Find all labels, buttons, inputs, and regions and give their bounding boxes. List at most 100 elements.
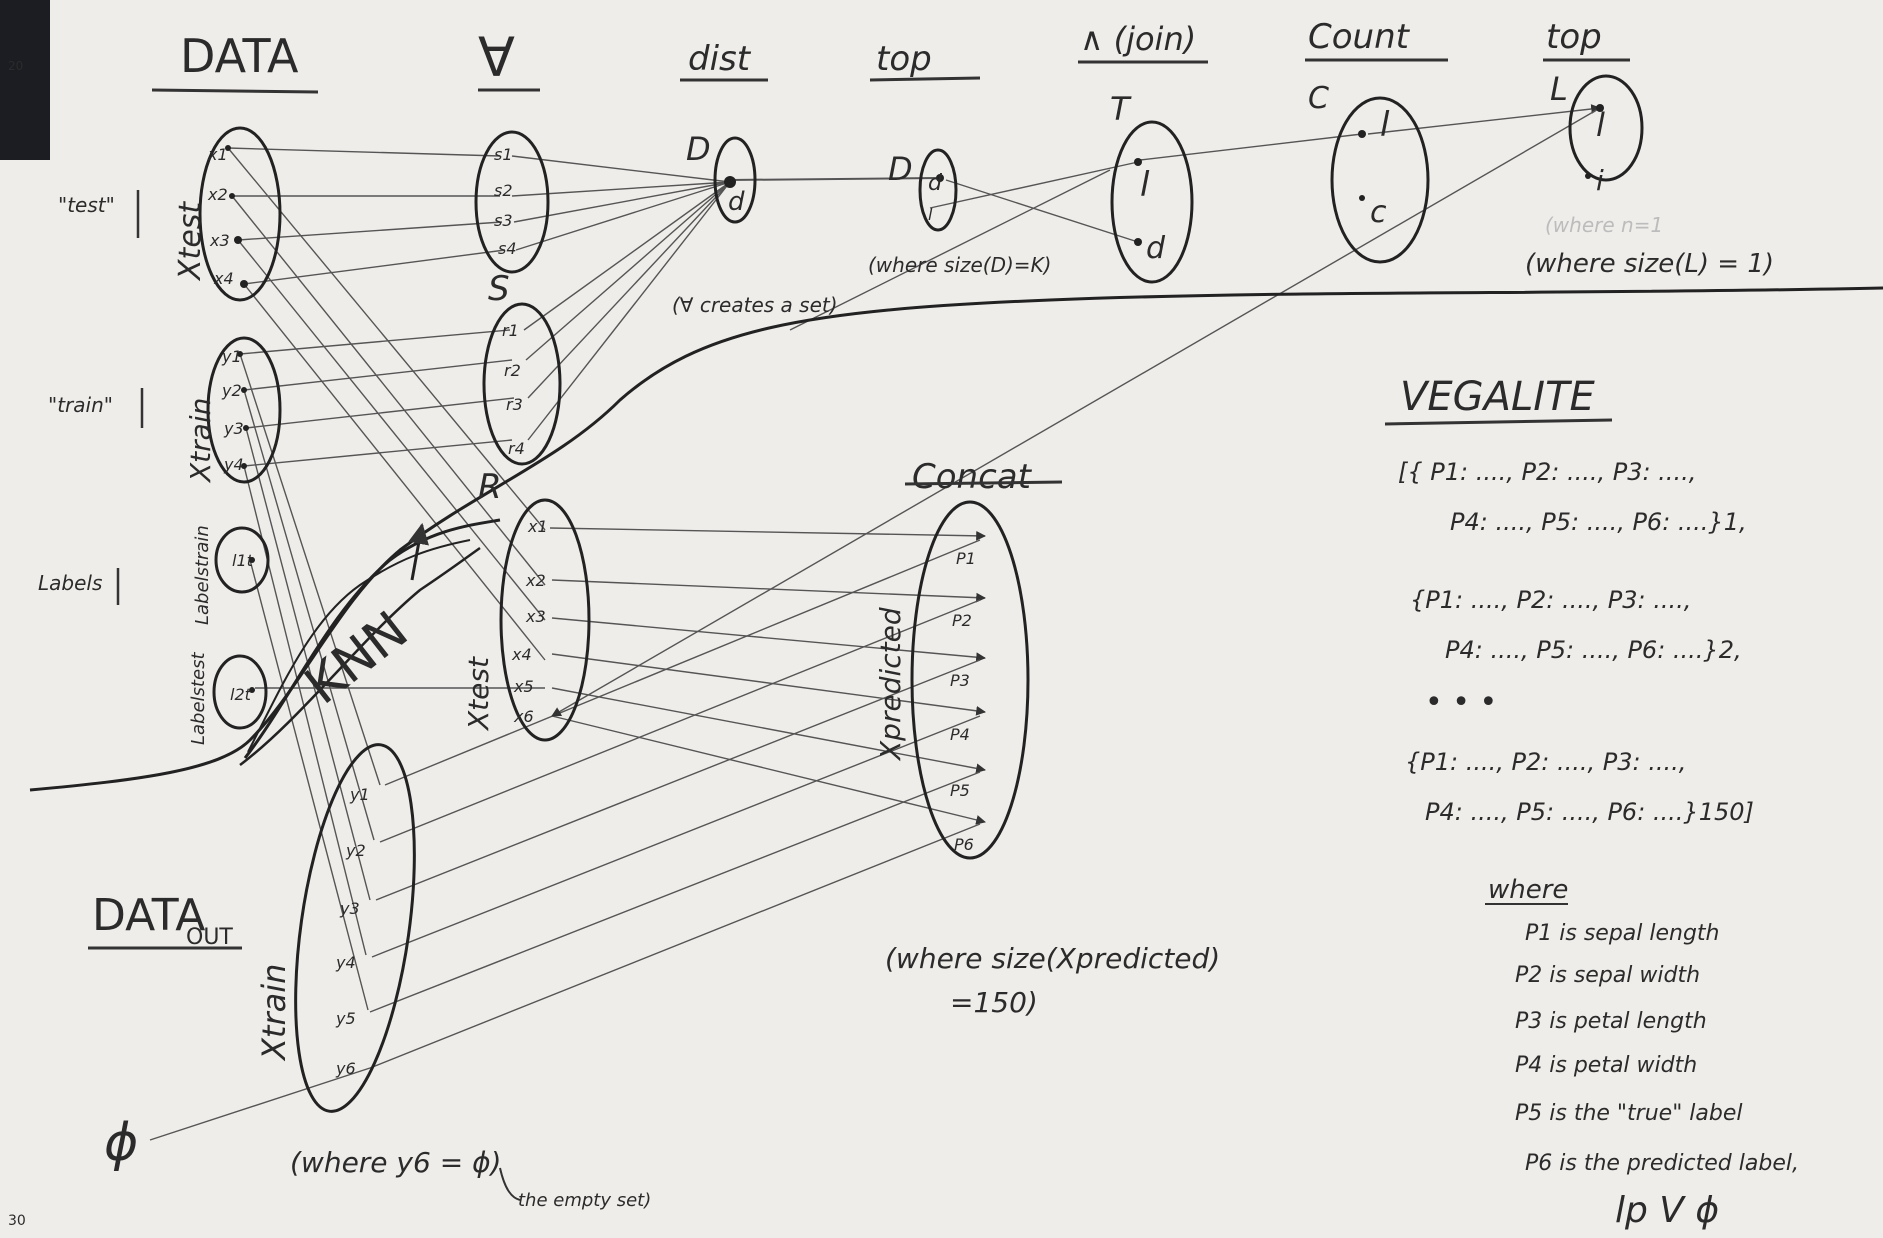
vegalite-record-2-line1: {P1: ...., P2: ...., P3: ...., — [1410, 586, 1691, 614]
set-ellipses — [198, 74, 1644, 1113]
edge-xm6-p6 — [551, 715, 986, 825]
edge-top-join-l — [929, 161, 1139, 209]
side-label-test: "test" — [58, 193, 115, 217]
set-name-d2: D — [888, 150, 913, 188]
dot-y4 — [241, 463, 247, 469]
set-name-d: D — [686, 130, 711, 168]
note-where-n-faint: (where n=1 — [1545, 213, 1663, 237]
el-p5: P5 — [950, 781, 970, 800]
ellipse-xtrain-out — [294, 743, 416, 1113]
dot-join-d — [1134, 238, 1142, 246]
el-yo3: y3 — [339, 899, 360, 918]
data-out-main: DATA — [92, 890, 205, 941]
margin-mark-top: 20 — [8, 59, 23, 73]
vegalite-record-3-line2: P4: ...., P5: ...., P6: ....}150] — [1425, 798, 1754, 826]
dot-top2-l — [1596, 104, 1604, 112]
dot-y3 — [243, 425, 249, 431]
vegalite-def-p6: P6 is the predicted label, — [1525, 1151, 1799, 1176]
el-p3: P3 — [950, 671, 970, 690]
el-l1: l1t — [232, 551, 254, 570]
el-top2-i: i — [1596, 164, 1604, 197]
knn-band-3 — [247, 539, 471, 753]
vegalite-def-p5: P5 is the "true" label — [1515, 1101, 1743, 1126]
el-s4: s4 — [498, 239, 517, 258]
header-data-underline — [151, 88, 319, 94]
el-x4: x4 — [213, 269, 234, 288]
ellipse-xtest — [198, 126, 282, 302]
el-yo6: y6 — [335, 1059, 356, 1078]
dot-y2 — [241, 387, 247, 393]
data-out-label: DATA OUT — [88, 890, 242, 950]
vegalite-title-underline — [1384, 418, 1613, 426]
el-s3: s3 — [494, 211, 513, 230]
set-names: Xtest Xtrain Labelstrain Labelstest S R … — [173, 70, 1568, 1062]
el-count-l: l — [1380, 105, 1390, 145]
edge-note-join — [789, 169, 1111, 331]
set-name-l: L — [1550, 70, 1568, 108]
set-name-t: T — [1110, 90, 1132, 128]
ellipse-xpred — [910, 500, 1030, 860]
boundary-curve — [29, 286, 1883, 792]
knn-arrow — [408, 522, 429, 581]
note-forall-creates: (∀ creates a set) — [672, 293, 838, 317]
dot-l2 — [249, 687, 255, 693]
edge-yo6-p6 — [369, 823, 981, 1069]
ellipse-top2 — [1568, 74, 1644, 182]
edge-yo1-p1 — [384, 539, 981, 786]
el-count-c: c — [1370, 195, 1387, 230]
el-top-d: d — [928, 171, 943, 196]
edge-top-join-d — [945, 179, 1139, 243]
edge-join-count — [1139, 133, 1363, 161]
column-headers: DATA ∀ dist top ∧ (join) Count top — [151, 17, 1630, 94]
side-label-train: "train" — [48, 393, 113, 417]
edge-xm2-p2 — [551, 579, 986, 603]
set-name-s: S — [488, 269, 510, 309]
vegalite-record-2-line2: P4: ...., P5: ...., P6: ....}2, — [1445, 636, 1742, 664]
set-name-xtrain: Xtrain — [184, 398, 217, 484]
edge-yo4-p4 — [371, 715, 981, 958]
edge-y3-r3 — [245, 397, 515, 429]
element-dots — [225, 104, 1604, 693]
margin-mark-bottom: 30 — [8, 1213, 26, 1229]
dot-count-c — [1359, 195, 1365, 201]
edge-yo2-p2 — [379, 599, 981, 843]
ellipse-d — [713, 136, 757, 224]
el-r4: r4 — [508, 439, 525, 458]
set-name-xtest: Xtest — [173, 201, 208, 282]
ellipse-join — [1110, 120, 1194, 284]
el-y4: y4 — [223, 455, 244, 474]
vegalite-section: VEGALITE [{ P1: ...., P2: ...., P3: ....… — [1384, 374, 1799, 1231]
el-top2-l: l — [1596, 106, 1605, 144]
el-join-l: l — [1140, 165, 1150, 205]
edge-count-top — [1367, 104, 1601, 135]
header-forall: ∀ — [478, 26, 515, 89]
vegalite-where-title: where — [1488, 875, 1568, 905]
el-join-d: d — [1146, 231, 1166, 266]
dot-top2-i — [1585, 173, 1591, 179]
el-yo4: y4 — [335, 953, 356, 972]
edge-y2-r2 — [243, 359, 513, 391]
dot-x2 — [229, 193, 235, 199]
el-dist-d: d — [728, 187, 745, 217]
el-y3: y3 — [223, 419, 244, 438]
el-p2: P2 — [952, 611, 972, 630]
note-concat-underline — [904, 480, 1063, 486]
ellipse-top — [918, 148, 958, 232]
edge-x3-xm — [237, 239, 546, 621]
el-y1: y1 — [221, 347, 242, 366]
edge-x3-s3 — [237, 221, 503, 241]
note-where-size-l: (where size(L) = 1) — [1525, 249, 1774, 279]
side-label-labels: Labels — [38, 571, 102, 595]
vegalite-ellipsis: • • • — [1425, 685, 1497, 720]
el-l2: l2t — [230, 685, 252, 704]
edge-xm5-p5 — [551, 687, 986, 774]
edge-r1-d — [523, 181, 731, 331]
el-s1: s1 — [494, 145, 513, 164]
edge-r3-d — [527, 181, 731, 399]
edge-r4-d — [527, 181, 731, 441]
set-name-r: R — [478, 467, 502, 507]
vegalite-record-1-line1: [{ P1: ...., P2: ...., P3: ...., — [1398, 458, 1696, 486]
vegalite-def-p2: P2 is sepal width — [1515, 963, 1700, 988]
el-xm4: x4 — [511, 645, 532, 664]
